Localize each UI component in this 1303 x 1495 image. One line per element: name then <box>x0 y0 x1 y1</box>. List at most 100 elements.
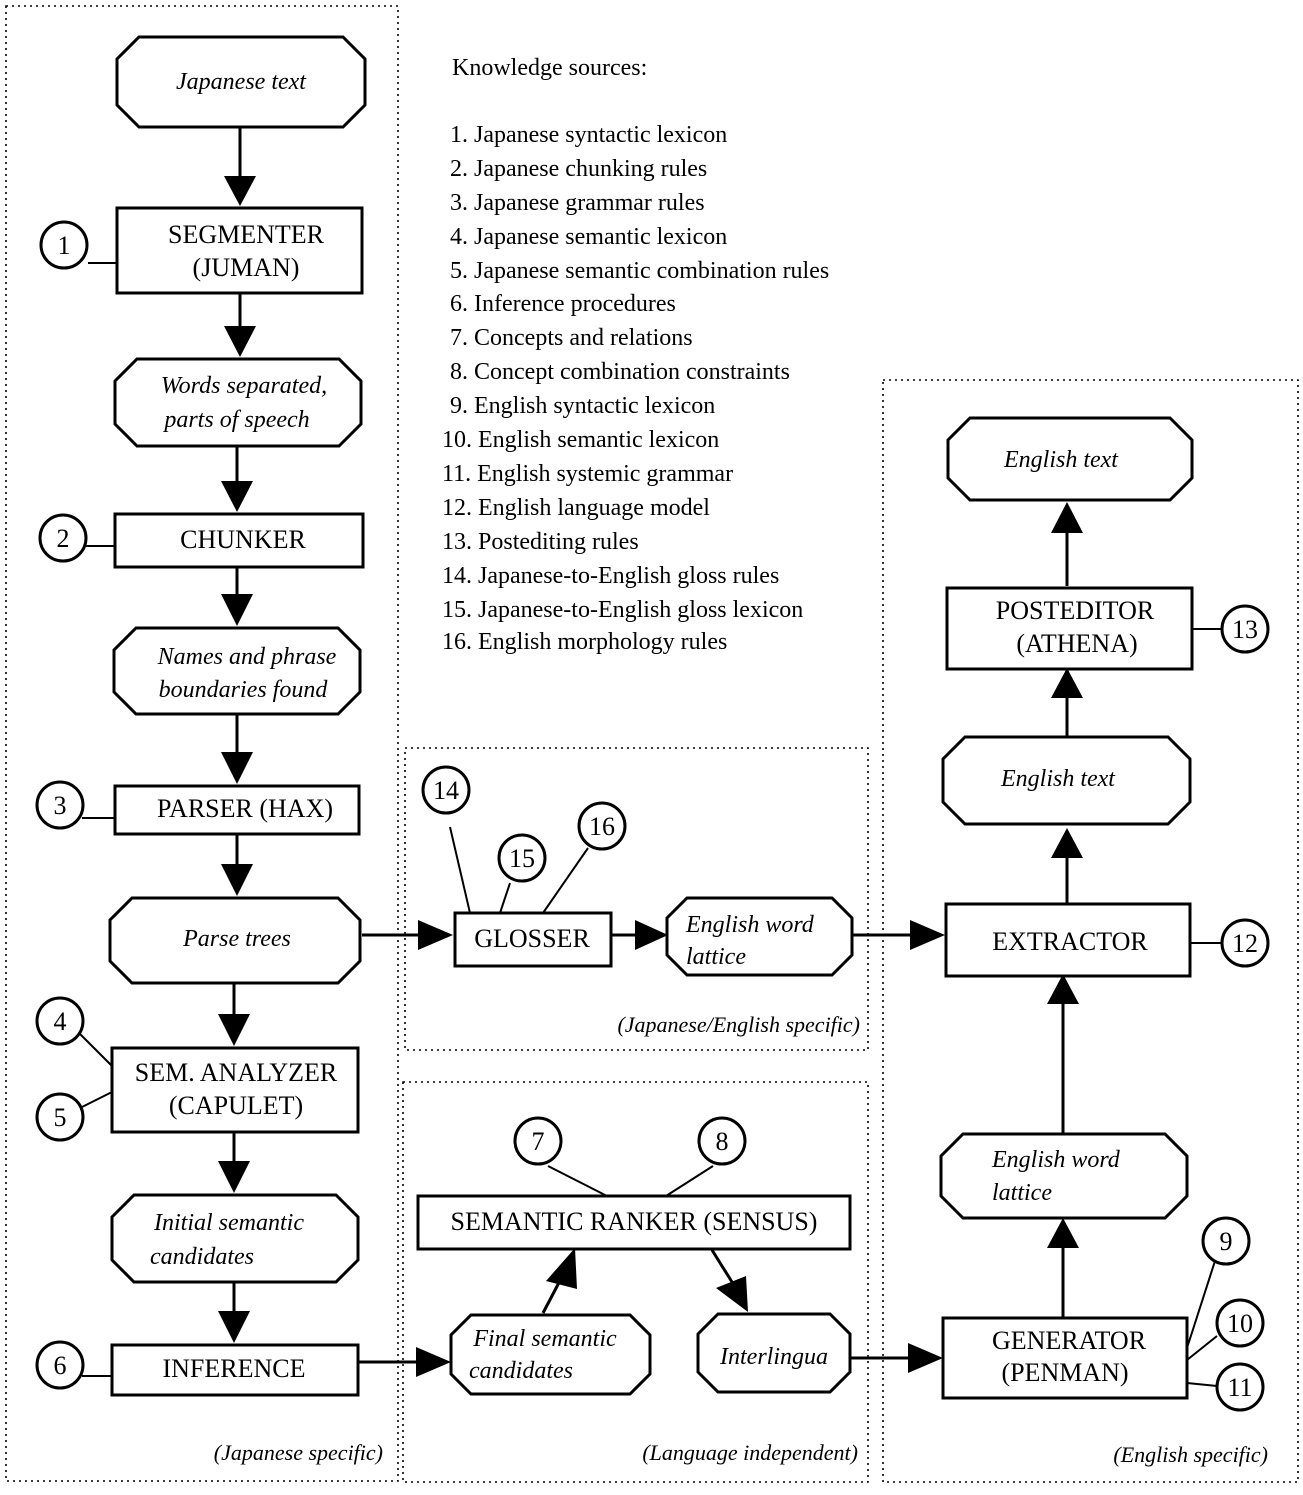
arrow-head <box>546 1248 577 1289</box>
knowledge-source-badge: 16 <box>577 801 627 851</box>
arrow-head <box>221 752 253 784</box>
language-independent-group <box>402 1081 869 1483</box>
arrow-head <box>1047 1218 1079 1248</box>
knowledge-source-badge: 3 <box>35 780 85 830</box>
knowledge-source-badge: 12 <box>1220 918 1270 968</box>
chunker-node: CHUNKER <box>113 512 365 569</box>
final-semantic-node: Final semantic candidates <box>449 1313 652 1396</box>
extractor-node: EXTRACTOR <box>944 902 1192 978</box>
words-separated-node: Words separated, parts of speech <box>113 357 363 448</box>
arrow-head <box>221 864 253 896</box>
svg-text:Initial semantic: Initial semantic <box>153 1210 304 1236</box>
knowledge-source-item: 5. Japanese semantic combination rules <box>450 258 829 284</box>
svg-text:16: 16 <box>589 812 615 841</box>
knowledge-source-badge: 11 <box>1215 1362 1265 1412</box>
knowledge-source-badge: 1 <box>39 220 89 270</box>
names-phrase-node: Names and phrase boundaries found <box>112 626 362 716</box>
svg-text:5: 5 <box>54 1103 67 1132</box>
arrow-head <box>910 920 945 950</box>
svg-text:(ATHENA): (ATHENA) <box>1016 629 1137 658</box>
svg-text:lattice: lattice <box>992 1180 1052 1206</box>
svg-text:Parse trees: Parse trees <box>182 926 291 952</box>
svg-text:Interlingua: Interlingua <box>719 1344 828 1370</box>
svg-text:CHUNKER: CHUNKER <box>180 525 306 554</box>
knowledge-source-badge: 14 <box>421 765 471 815</box>
knowledge-source-item: 3. Japanese grammar rules <box>450 190 705 216</box>
svg-text:1: 1 <box>58 231 71 260</box>
gloss-lattice-node: English word lattice <box>665 896 854 977</box>
arrow-head <box>635 920 668 950</box>
svg-text:candidates: candidates <box>469 1358 573 1384</box>
knowledge-source-item: 1. Japanese syntactic lexicon <box>450 122 727 148</box>
knowledge-source-badge: 8 <box>697 1116 747 1166</box>
knowledge-source-item: 13. Postediting rules <box>442 529 639 555</box>
svg-text:Japanese text: Japanese text <box>176 69 307 95</box>
arrow-head <box>221 481 253 512</box>
svg-text:3: 3 <box>54 791 67 820</box>
svg-text:POSTEDITOR: POSTEDITOR <box>996 596 1155 625</box>
svg-text:English word: English word <box>685 912 815 938</box>
arrow-head <box>716 1276 748 1312</box>
english-specific-group <box>882 379 1299 1483</box>
svg-text:INFERENCE: INFERENCE <box>163 1354 306 1383</box>
english-text-top-node: English text <box>946 416 1194 502</box>
knowledge-source-item: 10. English semantic lexicon <box>442 427 719 453</box>
svg-text:lattice: lattice <box>686 944 746 970</box>
knowledge-source-badge: 5 <box>35 1092 85 1142</box>
connector-lines <box>79 127 1222 1387</box>
segmenter-node: SEGMENTER (JUMAN) <box>115 206 364 295</box>
knowledge-source-item: 7. Concepts and relations <box>450 325 693 351</box>
sem-analyzer-node: SEM. ANALYZER (CAPULET) <box>110 1046 360 1134</box>
svg-text:14: 14 <box>433 776 459 805</box>
svg-text:Names and phrase: Names and phrase <box>157 644 337 670</box>
svg-text:13: 13 <box>1232 615 1258 644</box>
arrow-head <box>1051 828 1083 858</box>
arrow-head <box>218 1161 250 1193</box>
svg-text:12: 12 <box>1232 929 1258 958</box>
knowledge-source-item: 16. English morphology rules <box>442 629 727 655</box>
svg-text:Words separated,: Words separated, <box>161 373 327 399</box>
knowledge-source-badge: 7 <box>513 1116 563 1166</box>
arrow-head <box>224 326 256 357</box>
svg-text:(PENMAN): (PENMAN) <box>1001 1358 1128 1387</box>
inference-node: INFERENCE <box>110 1343 360 1397</box>
arrow-head <box>1051 502 1083 533</box>
arrow-head <box>1051 668 1083 698</box>
knowledge-sources-title: Knowledge sources: <box>452 55 647 81</box>
knowledge-source-badge: 4 <box>35 996 85 1046</box>
svg-text:15: 15 <box>509 844 535 873</box>
english-specific-label: (English specific) <box>1113 1442 1268 1467</box>
arrow-head <box>418 920 453 950</box>
english-word-lattice-node: English word lattice <box>939 1132 1189 1220</box>
svg-text:English word: English word <box>991 1147 1121 1173</box>
japanese-english-specific-group <box>404 747 869 1051</box>
svg-text:8: 8 <box>716 1127 729 1156</box>
arrow-head <box>416 1347 451 1377</box>
knowledge-source-item: 2. Japanese chunking rules <box>450 156 707 182</box>
svg-text:9: 9 <box>1220 1227 1233 1256</box>
knowledge-source-badge: 2 <box>38 513 88 563</box>
svg-text:parts of speech: parts of speech <box>162 407 309 433</box>
semantic-ranker-node: SEMANTIC RANKER (SENSUS) <box>416 1194 852 1251</box>
knowledge-source-item: 12. English language model <box>442 495 710 521</box>
svg-text:EXTRACTOR: EXTRACTOR <box>992 927 1148 956</box>
arrow-head <box>908 1343 943 1373</box>
arrow-head <box>224 176 256 206</box>
arrow-head <box>1047 974 1079 1004</box>
japanese-specific-group <box>5 5 399 1482</box>
parse-trees-node: Parse trees <box>108 896 362 985</box>
japanese-text-node: Japanese text <box>115 35 367 129</box>
knowledge-source-item: 11. English systemic grammar <box>442 461 733 487</box>
arrow-head <box>221 594 253 626</box>
svg-text:PARSER (HAX): PARSER (HAX) <box>157 794 333 823</box>
posteditor-node: POSTEDITOR (ATHENA) <box>945 586 1194 671</box>
english-text-mid-node: English text <box>941 735 1192 826</box>
svg-text:11: 11 <box>1227 1373 1252 1402</box>
language-independent-label: (Language independent) <box>642 1440 858 1465</box>
svg-text:English text: English text <box>1000 766 1116 792</box>
svg-text:10: 10 <box>1227 1309 1253 1338</box>
generator-node: GENERATOR (PENMAN) <box>941 1316 1189 1400</box>
svg-text:SEM. ANALYZER: SEM. ANALYZER <box>135 1058 338 1087</box>
parser-node: PARSER (HAX) <box>113 784 361 836</box>
